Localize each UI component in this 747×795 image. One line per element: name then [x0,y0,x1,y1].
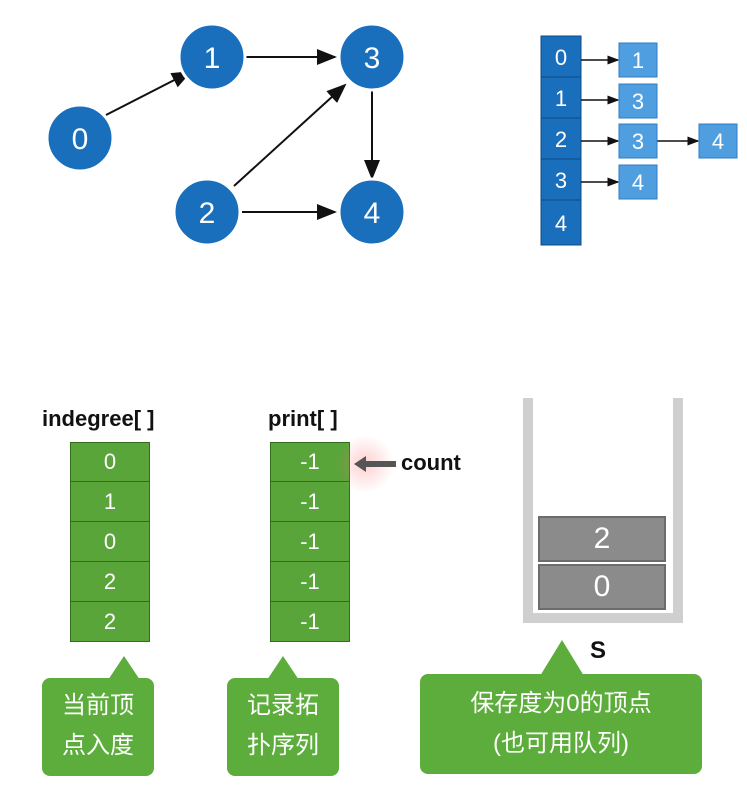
print-cell-3: -1 [270,562,350,602]
svg-text:4: 4 [364,197,381,230]
graph-node-4: 4 [337,177,407,247]
stack-container [523,398,683,623]
indegree-caption: 当前顶 点入度 [42,678,154,776]
print-caption: 记录拓 扑序列 [227,678,339,776]
print-array: -1 -1 -1 -1 -1 [270,442,350,642]
adj-head-0: 0 [555,45,567,70]
stack-item-bottom: 0 [538,564,666,610]
edge-2-3 [233,83,347,187]
stack-item-top: 2 [538,516,666,562]
adj-node-0-0: 1 [618,42,658,78]
stack-caption: 保存度为0的顶点 (也可用队列) [420,674,702,774]
adj-head-2: 2 [555,127,567,152]
adj-head-4: 4 [555,211,567,236]
print-title: print[ ] [268,406,338,431]
print-caption-line1: 记录拓 [247,692,319,719]
graph-node-0: 0 [45,103,115,173]
indegree-cell-0: 0 [70,442,150,482]
graph-node-2: 2 [172,177,242,247]
edge-0-1 [105,71,192,116]
adj-node-1-0: 3 [618,83,658,119]
indegree-title: indegree[ ] [42,406,155,431]
adjacency-list: 0 1 2 3 4 1 3 3 4 4 [540,35,738,246]
directed-graph: 0 1 2 3 4 [45,22,407,247]
adj-node-3-0: 4 [618,164,658,200]
graph-node-3: 3 [337,22,407,92]
svg-text:3: 3 [364,42,381,75]
count-pointer-label: count [401,450,461,475]
indegree-caption-line2: 点入度 [62,732,134,759]
adjacency-head-column: 0 1 2 3 4 [540,35,582,246]
adj-head-1: 1 [555,86,567,111]
print-caption-line2: 扑序列 [247,732,319,759]
adj-node-2-0: 3 [618,123,658,159]
adj-head-3: 3 [555,168,567,193]
indegree-cell-1: 1 [70,482,150,522]
stack-caption-line2: (也可用队列) [493,730,629,757]
stack-label: S [590,637,607,664]
svg-text:0: 0 [72,123,89,156]
indegree-cell-3: 2 [70,562,150,602]
indegree-array: 0 1 0 2 2 [70,442,150,642]
stack-caption-line1: 保存度为0的顶点 [470,690,652,717]
svg-text:2: 2 [199,197,216,230]
print-cell-0: -1 [270,442,350,482]
graph-node-1: 1 [177,22,247,92]
svg-text:1: 1 [204,42,221,75]
indegree-caption-line1: 当前顶 [62,692,134,719]
svg-text:3: 3 [632,129,644,154]
svg-text:4: 4 [632,170,644,195]
indegree-cell-4: 2 [70,602,150,642]
adj-node-2-1: 4 [698,123,738,159]
print-cell-2: -1 [270,522,350,562]
left-arrow-icon [354,456,396,472]
print-cell-1: -1 [270,482,350,522]
print-cell-4: -1 [270,602,350,642]
indegree-cell-2: 0 [70,522,150,562]
svg-text:4: 4 [712,129,724,154]
svg-text:3: 3 [632,89,644,114]
svg-text:1: 1 [632,48,644,73]
